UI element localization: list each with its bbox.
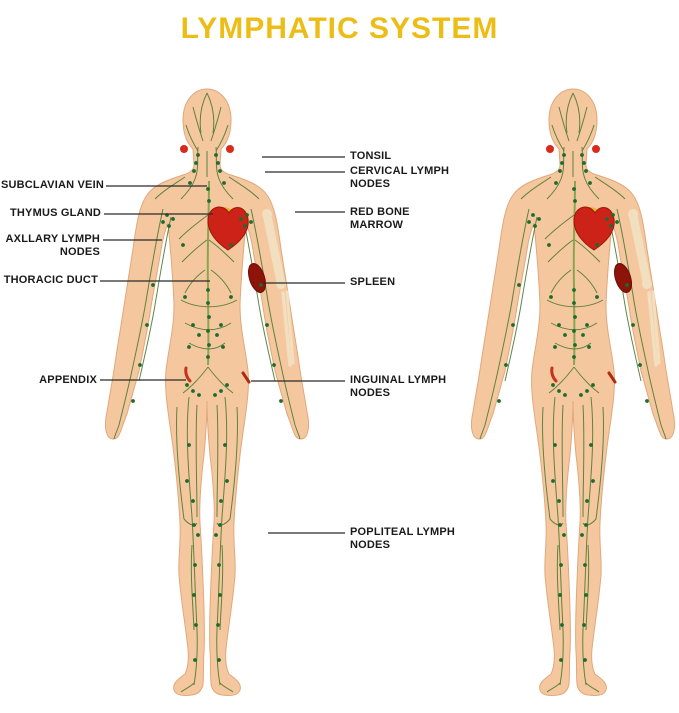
body-figure-left xyxy=(106,89,309,695)
label-subclavian-vein: SUBCLAVIAN VEIN xyxy=(0,179,104,191)
label-red-bone-marrow: RED BONE MARROW xyxy=(350,206,410,231)
label-thymus-gland: THYMUS GLAND xyxy=(9,207,101,219)
label-thoracic-duct: THORACIC DUCT xyxy=(3,274,98,286)
diagram-title: LYMPHATIC SYSTEM xyxy=(180,12,499,45)
label-cervical-lymph-nodes: CERVICAL LYMPH NODES xyxy=(350,165,450,190)
label-spleen: SPLEEN xyxy=(350,276,396,288)
leader-lines xyxy=(100,156,345,534)
label-inguinal-lymph-nodes: INGUINAL LYMPH NODES xyxy=(350,374,447,399)
body-figure-right xyxy=(472,89,675,695)
label-axillary-lymph-nodes: AXLLARY LYMPH NODES xyxy=(5,233,100,258)
label-tonsil: TONSIL xyxy=(350,150,392,162)
label-popliteal-lymph-nodes: POPLITEAL LYMPH NODES xyxy=(350,526,456,551)
label-appendix: APPENDIX xyxy=(39,374,97,386)
